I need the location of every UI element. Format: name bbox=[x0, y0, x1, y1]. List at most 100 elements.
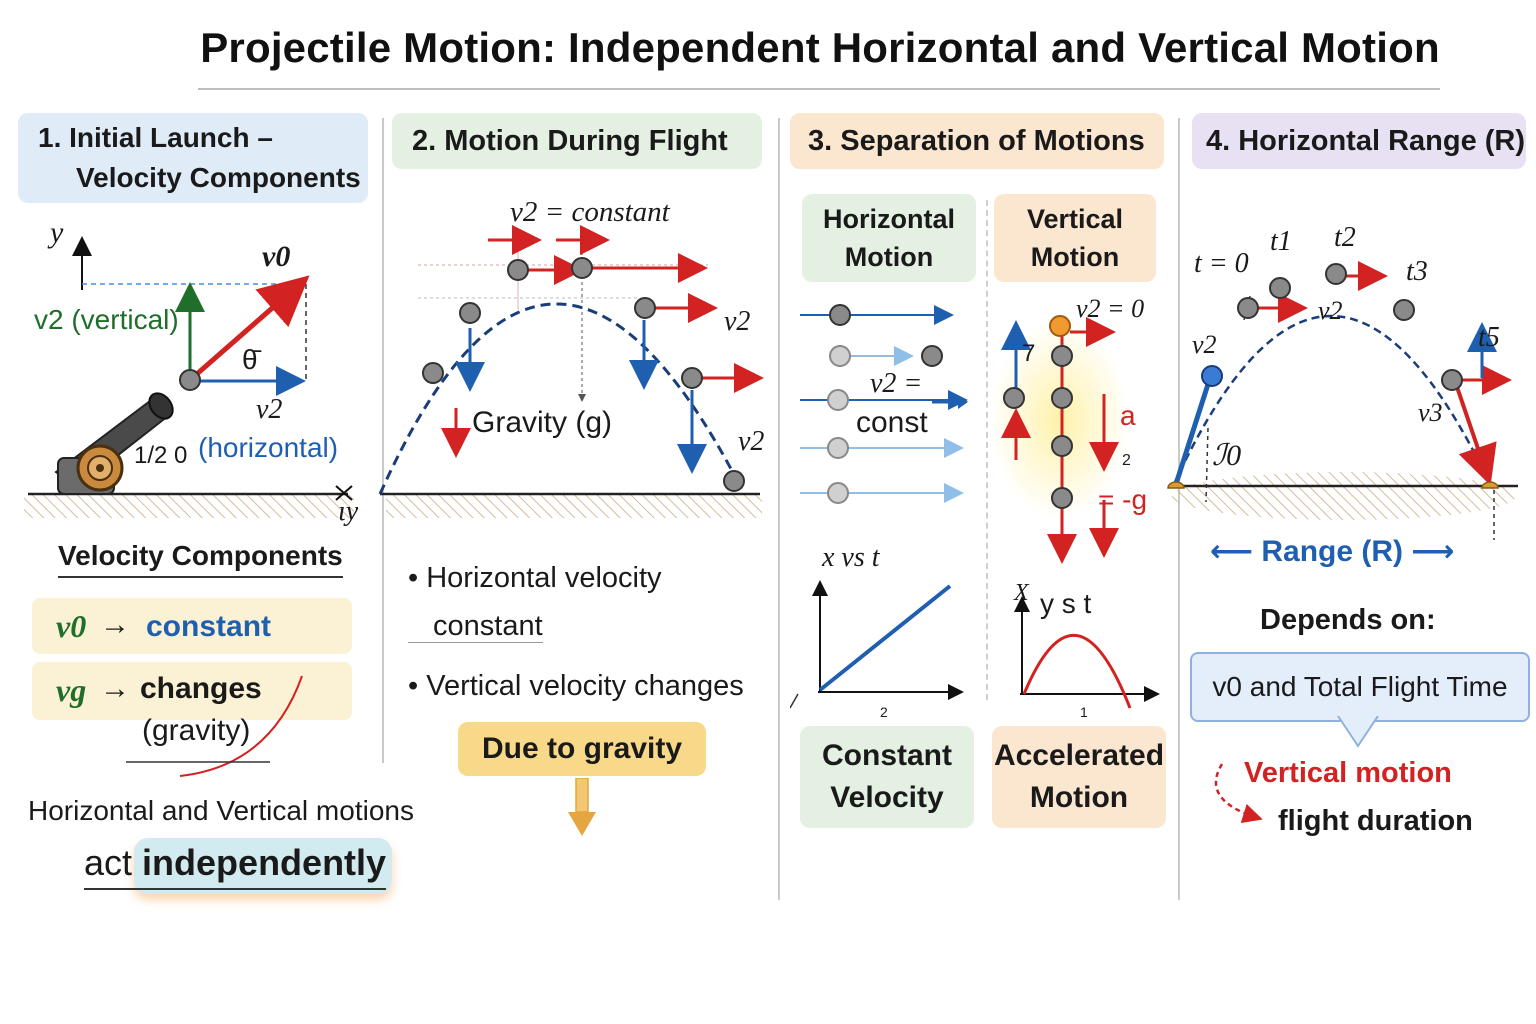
accel-a: a bbox=[1120, 400, 1136, 431]
v2-mid-label: v2 bbox=[1318, 296, 1343, 325]
vy-label: v2 (vertical) bbox=[34, 304, 179, 335]
vy-zero-label: v2 = 0 bbox=[1076, 294, 1145, 323]
v-const-2: const bbox=[856, 406, 928, 439]
divider-2 bbox=[778, 118, 780, 900]
range-left-arrow-icon: ⟵ bbox=[1210, 535, 1262, 568]
vertical-title-1: Vertical bbox=[1026, 204, 1124, 234]
angle-label: ℐ0 bbox=[1212, 439, 1242, 472]
graph2-title: y s t bbox=[1040, 588, 1092, 619]
ground bbox=[386, 494, 762, 518]
bullet2-text: Vertical velocity changes bbox=[426, 670, 744, 702]
y-vs-t-graph bbox=[1014, 596, 1160, 709]
range-text: Range (R) bbox=[1261, 535, 1404, 568]
axis-y-label: y bbox=[50, 216, 64, 249]
v-const-1: v2 = bbox=[870, 368, 923, 399]
t0-label: t = 0 bbox=[1194, 248, 1249, 279]
footer-independently: independently bbox=[142, 842, 387, 883]
separation-diagram bbox=[800, 304, 1130, 564]
graph1-tick: 2 bbox=[880, 704, 888, 720]
half-label: 1/2 0 bbox=[134, 442, 188, 469]
bottom-right-1: Accelerated bbox=[993, 739, 1165, 772]
graph1-title: x vs t bbox=[822, 542, 880, 573]
vertical-motion-card: Vertical Motion bbox=[994, 194, 1156, 282]
footer-act: act bbox=[84, 842, 133, 883]
row-constant bbox=[32, 598, 352, 654]
row1-symbol: v0 bbox=[56, 608, 87, 644]
page-title: Projectile Motion: Independent Horizonta… bbox=[200, 24, 1440, 71]
v-const-arrow bbox=[932, 395, 968, 409]
gravity-curve bbox=[126, 675, 303, 777]
horizontal-motion-card: Horizontal Motion bbox=[802, 194, 976, 282]
row2-symbol: vg bbox=[56, 672, 87, 708]
accel-2: 2 bbox=[1122, 452, 1131, 469]
due-to-gravity-badge: Due to gravity bbox=[458, 722, 706, 776]
independently-highlight bbox=[134, 838, 392, 894]
note-line2: flight duration bbox=[1278, 805, 1473, 837]
panel1-header-line2: Velocity Components bbox=[76, 162, 361, 193]
v-label-right-1: v2 bbox=[724, 306, 751, 337]
ground bbox=[24, 494, 354, 518]
depends-text: v0 and Total Flight Time bbox=[1212, 671, 1508, 702]
velocity-components-title: Velocity Components bbox=[58, 540, 343, 578]
t5-label: t5 bbox=[1478, 322, 1500, 353]
gravity-label: Gravity (g) bbox=[472, 406, 613, 439]
horizontal-label: (horizontal) bbox=[198, 432, 339, 463]
accel-g: = -g bbox=[1098, 484, 1148, 515]
constant-velocity-card: Constant Velocity bbox=[800, 726, 974, 828]
t1-label: t1 bbox=[1270, 226, 1292, 257]
cannon-diagram bbox=[24, 236, 354, 518]
range-diagram bbox=[1167, 261, 1518, 540]
vertical-title-2: Motion bbox=[1030, 242, 1120, 272]
divider-1 bbox=[382, 118, 384, 763]
axis-y-bottom-label: ιy bbox=[338, 496, 359, 527]
range-right-arrow-icon: ⟶ bbox=[1403, 535, 1455, 568]
constant-velocity-label: v2 = constant bbox=[510, 196, 670, 229]
bottom-left-1: Constant bbox=[822, 739, 952, 772]
footer-line2: act independently bbox=[84, 842, 387, 890]
bullet-dot-1: • bbox=[408, 562, 427, 594]
title-underline bbox=[198, 88, 1440, 90]
t3-label: t3 bbox=[1406, 256, 1428, 287]
bullet-2: • Vertical velocity changes bbox=[408, 670, 744, 703]
v3-label: v3 bbox=[1418, 398, 1443, 427]
panel1-header: 1. Initial Launch – Velocity Components bbox=[18, 113, 368, 203]
ground bbox=[1172, 472, 1516, 520]
bottom-right-2: Motion bbox=[1029, 781, 1129, 814]
panel4-header: 4. Horizontal Range (R) bbox=[1192, 113, 1526, 169]
ball bbox=[179, 369, 201, 391]
vx-label: v2 bbox=[256, 394, 283, 425]
accelerated-motion-card: Accelerated Motion bbox=[992, 726, 1166, 828]
graph2-tick: 1 bbox=[1080, 704, 1088, 720]
bullet-1: • Horizontal velocity constant bbox=[408, 554, 662, 650]
v-label-right-2: v2 bbox=[738, 426, 765, 457]
panel3-header: 3. Separation of Motions bbox=[790, 113, 1164, 169]
row1-text: constant bbox=[146, 610, 272, 643]
horizontal-title-1: Horizontal bbox=[823, 204, 955, 234]
note-line1: Vertical motion bbox=[1244, 757, 1452, 789]
horizontal-title-2: Motion bbox=[844, 242, 934, 272]
row-changes bbox=[32, 662, 352, 720]
bullet1-line1: Horizontal velocity bbox=[426, 562, 662, 594]
x-vs-t-graph bbox=[790, 580, 964, 709]
v0-label: v0 bbox=[262, 240, 291, 273]
bullet-dot-2: • bbox=[408, 670, 427, 702]
panel1-header-line1: 1. Initial Launch – bbox=[38, 122, 273, 153]
footer-line1: Horizontal and Vertical motions bbox=[28, 795, 414, 826]
depends-box: v0 and Total Flight Time bbox=[1190, 652, 1530, 722]
row1-arrow-icon: → bbox=[100, 608, 130, 641]
row2-arrow-icon: → bbox=[100, 672, 130, 705]
trajectory bbox=[1172, 315, 1492, 485]
v2-left-label: v2 bbox=[1192, 330, 1217, 359]
bottom-left-2: Velocity bbox=[830, 781, 944, 814]
range-label: ⟵ Range (R) ⟶ bbox=[1210, 534, 1454, 569]
theta-label: θ̄ bbox=[242, 344, 258, 375]
divider-3 bbox=[1178, 118, 1180, 900]
panel2-header: 2. Motion During Flight bbox=[392, 113, 762, 169]
depends-title: Depends on: bbox=[1260, 604, 1436, 636]
row2-subtext: (gravity) bbox=[142, 714, 251, 747]
top-label: v2 = constant bbox=[510, 196, 670, 228]
bullet1-line2: constant bbox=[408, 610, 543, 643]
trajectory bbox=[378, 302, 740, 495]
depends-box-tail bbox=[1337, 716, 1379, 748]
row2-text: changes bbox=[140, 672, 262, 705]
